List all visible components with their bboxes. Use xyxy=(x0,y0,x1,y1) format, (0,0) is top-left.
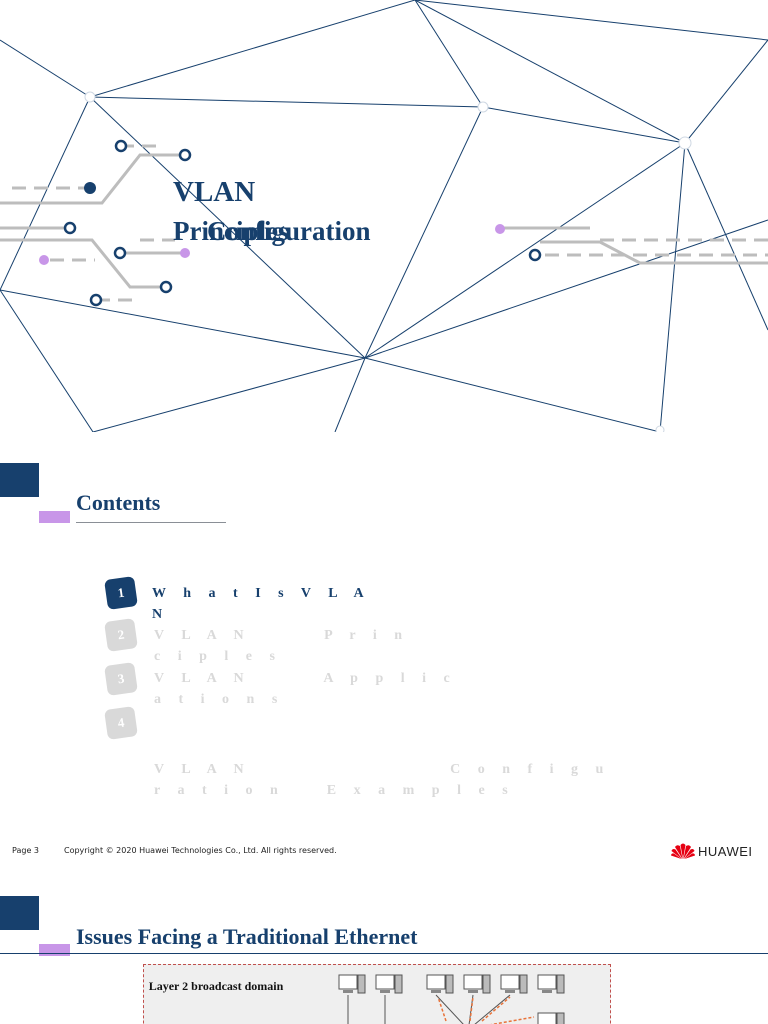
issues-heading: Issues Facing a Traditional Ethernet xyxy=(76,924,418,949)
title-slide: VLAN Principles Configuration xyxy=(0,0,768,432)
toc-number-4[interactable]: 4 xyxy=(104,706,138,740)
toc-number-1[interactable]: 1 xyxy=(104,576,138,610)
footer-page-number: Page 3 xyxy=(12,846,39,855)
pc-icon-group xyxy=(338,974,565,1024)
huawei-flower-icon xyxy=(671,843,695,859)
slide-subtitle: Principles Configuration xyxy=(173,214,503,250)
toc-item-1[interactable]: W h a t I s V L A N xyxy=(152,586,371,622)
slide-title-vlan: VLAN xyxy=(173,176,256,208)
slide-subtitle-configuration: Configuration xyxy=(207,216,371,246)
header-accent-bar xyxy=(39,944,70,956)
huawei-logo: HUAWEI xyxy=(671,842,753,860)
heading-underline xyxy=(76,522,226,523)
slide-subtitle-principles: Principles xyxy=(173,216,289,246)
broadcast-domain-label: Layer 2 broadcast domain xyxy=(148,979,284,993)
broadcast-domain-diagram: Layer 2 broadcast domain xyxy=(143,964,611,1024)
toc-item-3[interactable]: V L A N A p p l i c a t i o n s xyxy=(154,671,457,707)
network-diagram-graphic xyxy=(338,974,565,1024)
toc-number-3[interactable]: 3 xyxy=(104,662,138,696)
huawei-logo-text: HUAWEI xyxy=(698,843,753,859)
contents-heading: Contents xyxy=(76,490,161,515)
header-accent-bar xyxy=(39,511,70,523)
contents-slide: Contents 1 W h a t I s V L A N 2 V L A N… xyxy=(0,432,768,864)
footer-copyright: Copyright © 2020 Huawei Technologies Co.… xyxy=(64,846,337,855)
toc-item-4-line1[interactable]: V L A N C o n f i g u r a t i o n E x a … xyxy=(154,717,610,843)
heading-rule xyxy=(0,953,768,954)
toc-item-2[interactable]: V L A N P r i n c i p l e s xyxy=(154,628,410,664)
network-background-graphic xyxy=(0,0,768,432)
toc-item-4: V L A N C o n f i g u r a t i o n E x a … xyxy=(154,762,611,798)
header-accent-block xyxy=(0,896,39,930)
issues-slide: Issues Facing a Traditional Ethernet Lay… xyxy=(0,864,768,1024)
header-accent-block xyxy=(0,463,39,497)
toc-number-2[interactable]: 2 xyxy=(104,618,138,652)
